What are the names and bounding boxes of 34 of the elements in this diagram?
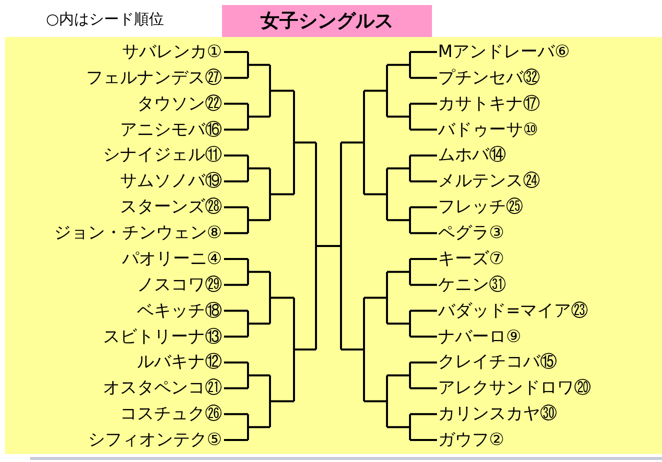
player-name: Mアンドレーバ⑥ <box>438 42 570 62</box>
player-name: メルテンス㉔ <box>438 171 540 192</box>
player-name: フェルナンデス㉗ <box>86 68 222 88</box>
title: 女子シングルス <box>222 5 432 37</box>
player-name: タウソン㉒ <box>137 94 222 114</box>
player-name: バドゥーサ⑩ <box>438 120 538 140</box>
player-name: アニシモバ⑯ <box>120 120 222 140</box>
player-name: ムホバ⑭ <box>438 145 506 166</box>
player-name: パオリーニ④ <box>122 248 222 269</box>
player-name: ナバーロ⑨ <box>438 326 522 347</box>
player-name: オスタペンコ㉑ <box>103 378 222 398</box>
player-name: カサトキナ⑰ <box>438 94 540 114</box>
player-name: プチンセバ㉜ <box>438 68 540 88</box>
player-name: キーズ⑦ <box>438 248 504 269</box>
player-name: ルバキナ⑫ <box>137 352 222 372</box>
player-name: バダッド=マイア㉓ <box>438 300 588 321</box>
player-name: コスチュク㉖ <box>120 404 222 424</box>
player-name: フレッチ㉕ <box>438 197 523 218</box>
player-name: ベキッチ⑱ <box>137 300 222 321</box>
player-name: クレイチコバ⑮ <box>438 352 557 372</box>
player-name: シフィオンテク⑤ <box>88 430 222 450</box>
player-name: ケニン㉛ <box>438 274 506 295</box>
player-name: ノスコワ㉙ <box>137 274 222 295</box>
player-name: サバレンカ① <box>122 42 222 62</box>
player-name: ジョン・チンウェン⑧ <box>54 223 222 244</box>
player-name: スターンズ㉘ <box>120 197 222 218</box>
player-name: サムソノバ⑲ <box>120 171 222 192</box>
player-name: スビトリーナ⑬ <box>103 326 222 347</box>
player-name: アレクサンドロワ⑳ <box>438 378 591 398</box>
player-name: ペグラ③ <box>438 223 504 244</box>
player-name: ガウフ② <box>438 430 504 450</box>
player-name: カリンスカヤ㉚ <box>438 404 557 424</box>
player-name: シナイジェル⑪ <box>103 145 222 166</box>
note: ○内はシード順位 <box>46 9 164 29</box>
